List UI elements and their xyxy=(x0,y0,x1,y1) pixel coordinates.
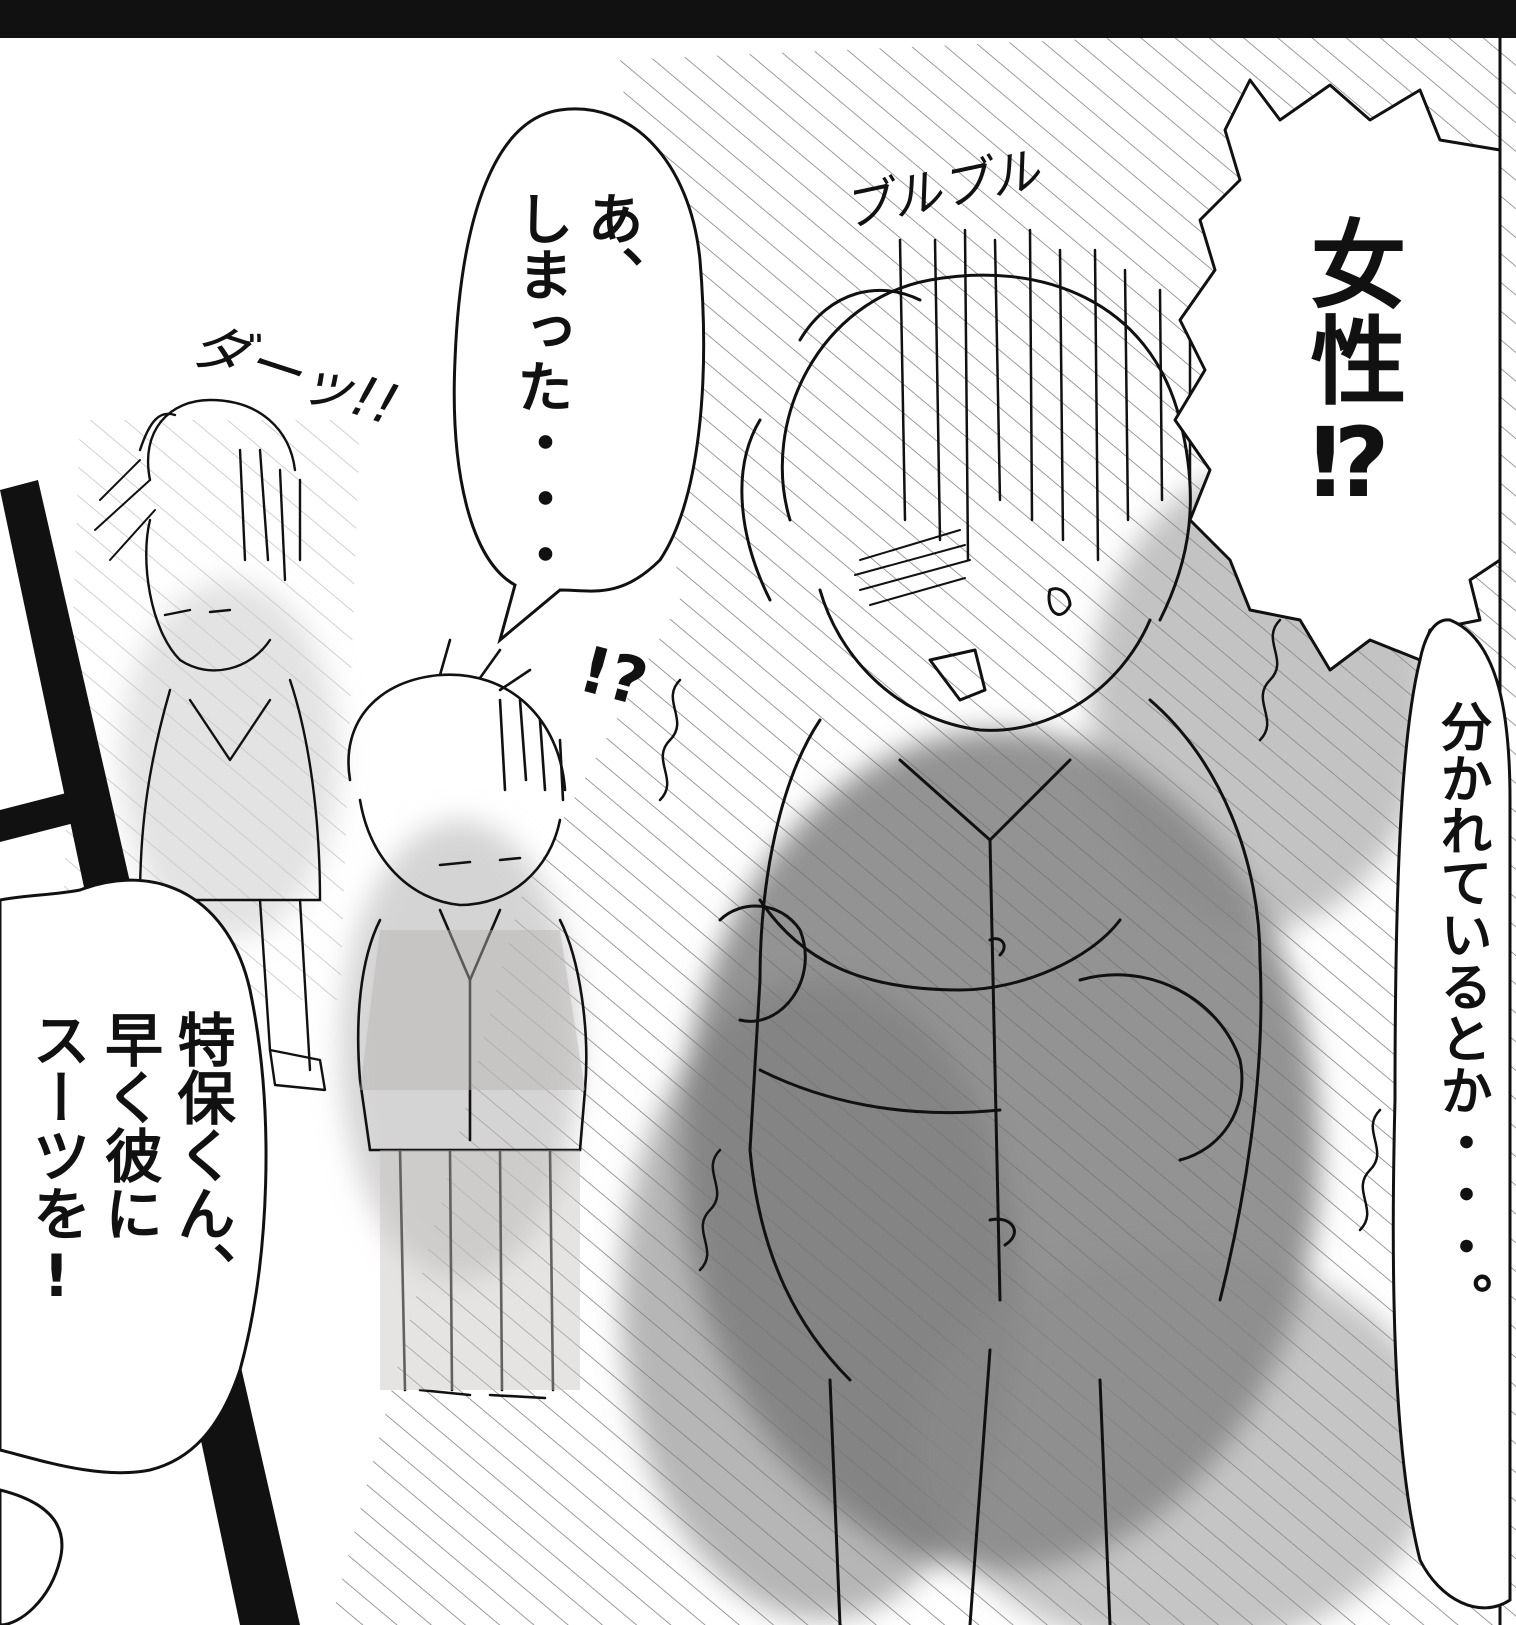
tokuho-speech-bubble xyxy=(0,878,268,1475)
panel-border-top xyxy=(0,0,1516,38)
shimatta-speech-bubble xyxy=(452,107,706,645)
panel-gutter-crossbar xyxy=(0,790,86,842)
shocked-boy-figure xyxy=(658,228,1382,1625)
wakarete-speech-bubble xyxy=(1391,618,1512,1610)
suit-jacket-tone xyxy=(360,930,585,1090)
shock-speech-bubble xyxy=(1173,78,1502,672)
wakarete-dialogue: 分かれているとか・・・。 xyxy=(1431,700,1491,1324)
suit-trousers-tone xyxy=(380,1150,580,1390)
shimatta-dialogue: あ、 しまった・・・ xyxy=(508,190,643,582)
suit-boy-figure xyxy=(347,638,588,1400)
partial-speech-bubble xyxy=(0,1488,64,1625)
tokuho-dialogue: 特保くん、 早く彼に スーツを! xyxy=(22,1010,236,1310)
shock-dialogue: 女性⁉ xyxy=(1294,215,1406,519)
